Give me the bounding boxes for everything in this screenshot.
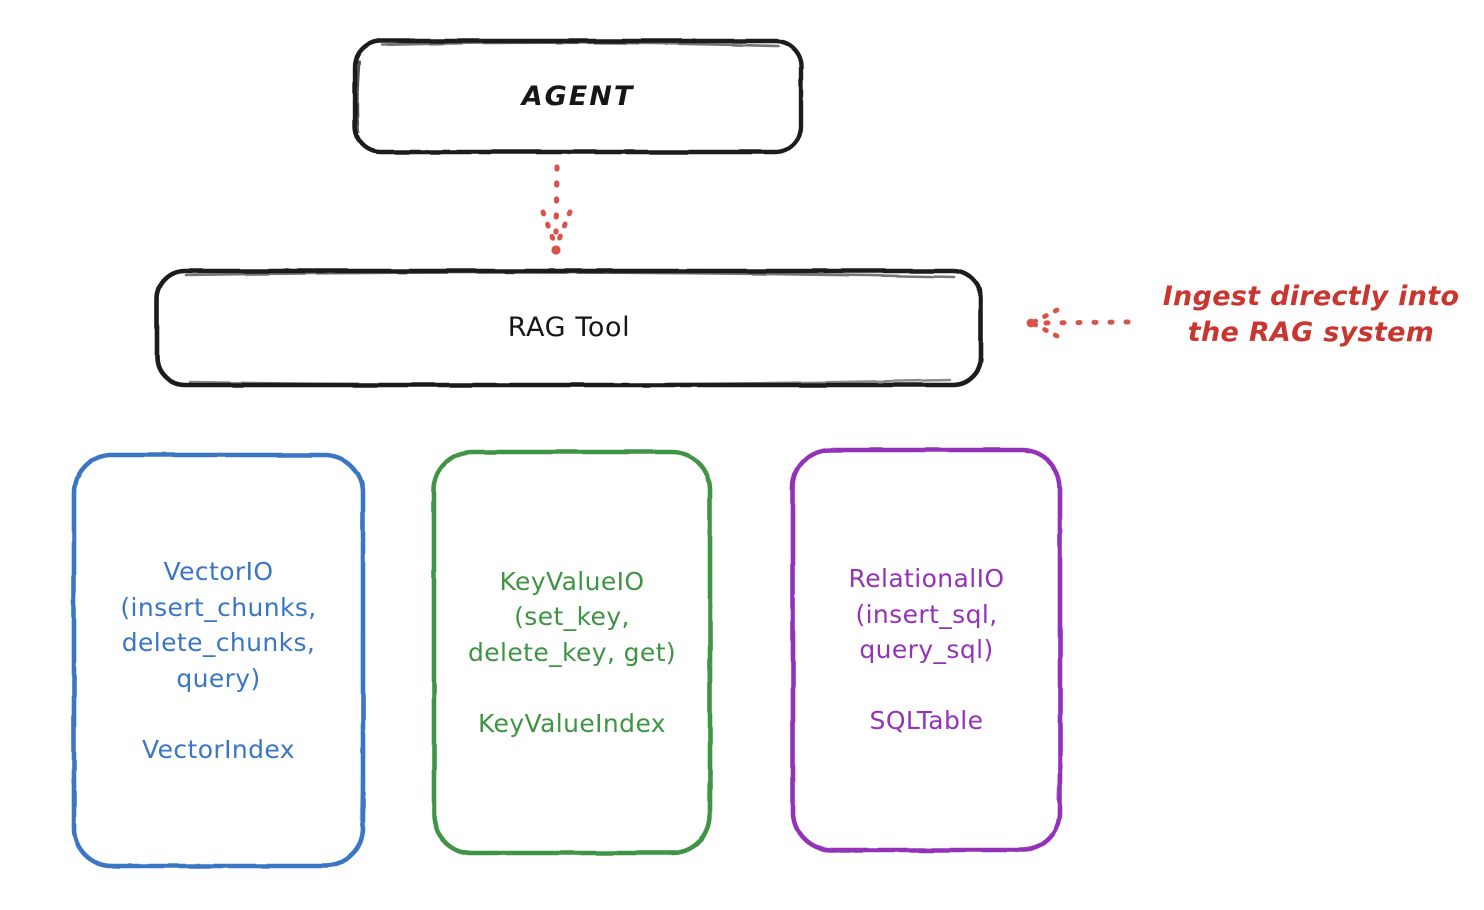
node-relational-io-label: RelationalIO (insert_sql, query_sql) SQL… xyxy=(848,564,1005,736)
node-relational-io[interactable]: RelationalIO (insert_sql, query_sql) SQL… xyxy=(791,448,1062,852)
connector-note-to-rag-tool xyxy=(1026,307,1131,339)
node-key-value-io-label: KeyValueIO (set_key, delete_key, get) Ke… xyxy=(467,566,677,738)
node-key-value-io[interactable]: KeyValueIO (set_key, delete_key, get) Ke… xyxy=(432,450,712,855)
node-rag-tool[interactable]: RAG Tool xyxy=(156,270,982,386)
key-value-io-box-outline xyxy=(431,449,713,856)
node-rag-tool-label: RAG Tool xyxy=(507,312,631,344)
node-agent[interactable]: AGENT xyxy=(354,40,802,153)
connector-agent-to-rag-tool xyxy=(540,164,573,255)
node-vector-io[interactable]: VectorIO (insert_chunks, delete_chunks, … xyxy=(72,453,365,868)
relational-io-box-outline xyxy=(790,447,1063,853)
vector-io-box-outline xyxy=(71,452,366,869)
rag-tool-box-outline xyxy=(154,268,984,388)
annotation-ingest-note: Ingest directly into the RAG system xyxy=(1162,281,1460,348)
node-agent-label: AGENT xyxy=(521,80,635,112)
agent-box-outline xyxy=(352,38,804,155)
node-vector-io-label: VectorIO (insert_chunks, delete_chunks, … xyxy=(120,557,317,764)
